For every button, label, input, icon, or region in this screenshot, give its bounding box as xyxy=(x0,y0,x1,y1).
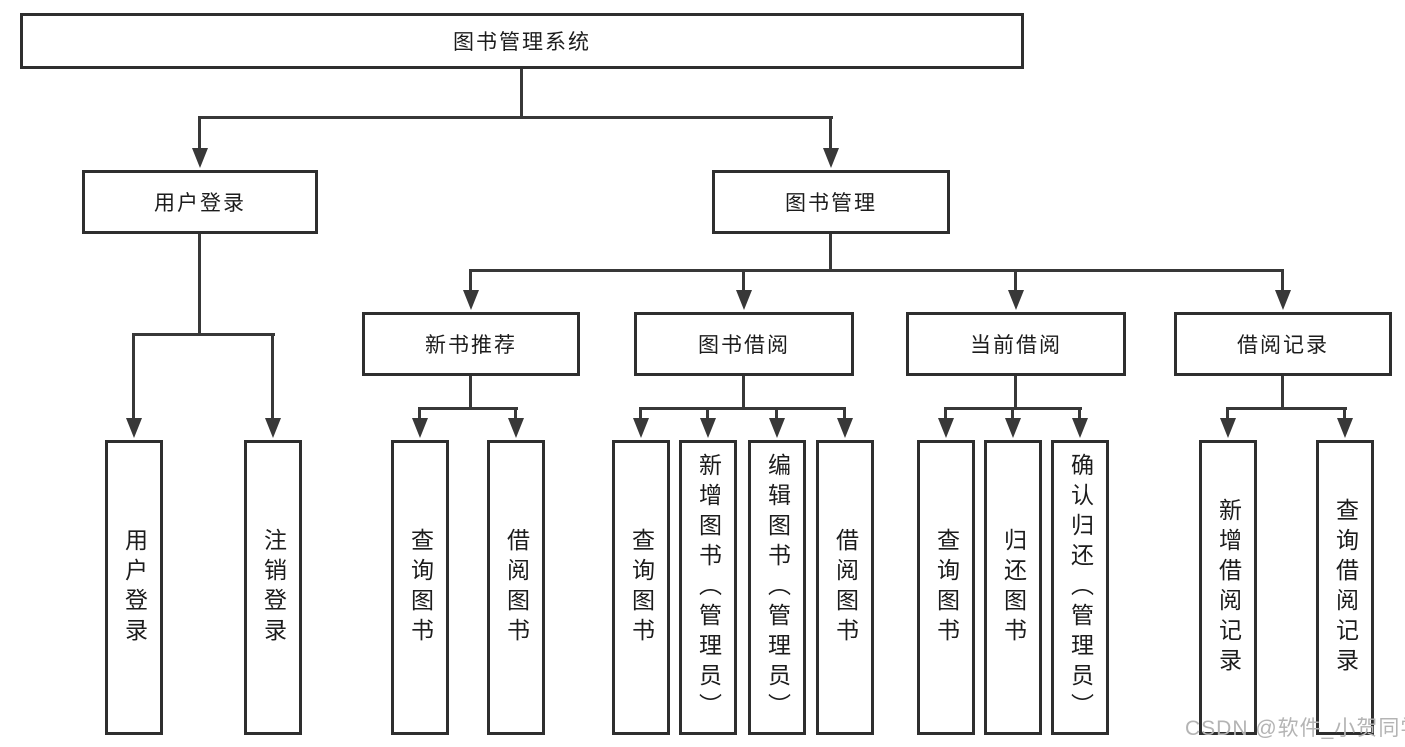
connector-drop-new-books xyxy=(469,269,472,294)
node-root-library-system: 图书管理系统 xyxy=(20,13,1024,69)
arrow-nb-borrow xyxy=(508,418,524,438)
connector-borrow-stem xyxy=(742,376,745,409)
connector-drop-bw-edit xyxy=(775,407,778,423)
arrow-rec-add xyxy=(1220,418,1236,438)
leaf-borrow-edit-book-admin: 编辑图书（管理员） xyxy=(748,440,806,735)
connector-current-stem xyxy=(1014,376,1017,409)
connector-records-stem xyxy=(1281,376,1284,409)
arrow-bw-query xyxy=(633,418,649,438)
leaf-current-return-book: 归还图书 xyxy=(984,440,1042,735)
leaf-current-confirm-return-admin: 确认归还（管理员） xyxy=(1051,440,1109,735)
leaf-current-query-book: 查询图书 xyxy=(917,440,975,735)
connector-root-stem xyxy=(520,69,523,117)
connector-drop-nb-query xyxy=(418,407,421,423)
arrow-cur-confirm xyxy=(1072,418,1088,438)
leaf-records-query-record: 查询借阅记录 xyxy=(1316,440,1374,735)
leaf-newbooks-borrow-book: 借阅图书 xyxy=(487,440,545,735)
connector-drop-bw-query xyxy=(639,407,642,423)
leaf-user-login: 用户登录 xyxy=(105,440,163,735)
connector-drop-bw-borrow xyxy=(843,407,846,423)
node-borrow-records: 借阅记录 xyxy=(1174,312,1392,376)
node-current-borrow: 当前借阅 xyxy=(906,312,1126,376)
connector-drop-book-mgmt xyxy=(829,116,832,150)
connector-drop-book-borrow xyxy=(742,269,745,294)
connector-userlogin-stem xyxy=(198,234,201,335)
connector-drop-rec-query xyxy=(1343,407,1346,423)
csdn-watermark: CSDN @软件_小贺同学 xyxy=(1185,717,1405,740)
connector-drop-borrow-records xyxy=(1281,269,1284,294)
arrow-cur-return xyxy=(1005,418,1021,438)
arrow-rec-query xyxy=(1337,418,1353,438)
arrow-login xyxy=(126,418,142,438)
leaf-borrow-add-book-admin: 新增图书（管理员） xyxy=(679,440,737,735)
node-new-book-recommend: 新书推荐 xyxy=(362,312,580,376)
leaf-records-add-record: 新增借阅记录 xyxy=(1199,440,1257,735)
connector-drop-rec-add xyxy=(1226,407,1229,423)
arrow-current-borrow xyxy=(1008,290,1024,310)
connector-drop-logout xyxy=(271,333,274,419)
arrow-borrow-records xyxy=(1275,290,1291,310)
connector-level3-hline xyxy=(470,269,1284,272)
node-book-management: 图书管理 xyxy=(712,170,950,234)
connector-bookmgmt-stem xyxy=(829,234,832,271)
connector-drop-user-login xyxy=(198,116,201,150)
node-book-borrow: 图书借阅 xyxy=(634,312,854,376)
connector-drop-current-borrow xyxy=(1014,269,1017,294)
arrow-bw-edit xyxy=(769,418,785,438)
leaf-borrow-borrow-book: 借阅图书 xyxy=(816,440,874,735)
arrow-bw-borrow xyxy=(837,418,853,438)
connector-drop-cur-return xyxy=(1011,407,1014,423)
connector-newbooks-hline xyxy=(419,407,518,410)
arrow-nb-query xyxy=(412,418,428,438)
leaf-logout: 注销登录 xyxy=(244,440,302,735)
arrow-book-mgmt xyxy=(823,148,839,168)
connector-level1-hline xyxy=(198,116,833,119)
leaf-borrow-query-book: 查询图书 xyxy=(612,440,670,735)
arrow-logout xyxy=(265,418,281,438)
connector-drop-cur-query xyxy=(944,407,947,423)
arrow-new-books xyxy=(463,290,479,310)
arrow-bw-add xyxy=(700,418,716,438)
arrow-user-login xyxy=(192,148,208,168)
connector-borrow-hline xyxy=(640,407,846,410)
connector-newbooks-stem xyxy=(469,376,472,409)
arrow-book-borrow xyxy=(736,290,752,310)
connector-drop-bw-add xyxy=(706,407,709,423)
leaf-newbooks-query-book: 查询图书 xyxy=(391,440,449,735)
connector-records-hline xyxy=(1227,407,1347,410)
arrow-cur-query xyxy=(938,418,954,438)
connector-drop-login xyxy=(132,333,135,419)
connector-drop-cur-confirm xyxy=(1078,407,1081,423)
node-user-login: 用户登录 xyxy=(82,170,318,234)
connector-userlogin-hline xyxy=(133,333,275,336)
connector-drop-nb-borrow xyxy=(514,407,517,423)
